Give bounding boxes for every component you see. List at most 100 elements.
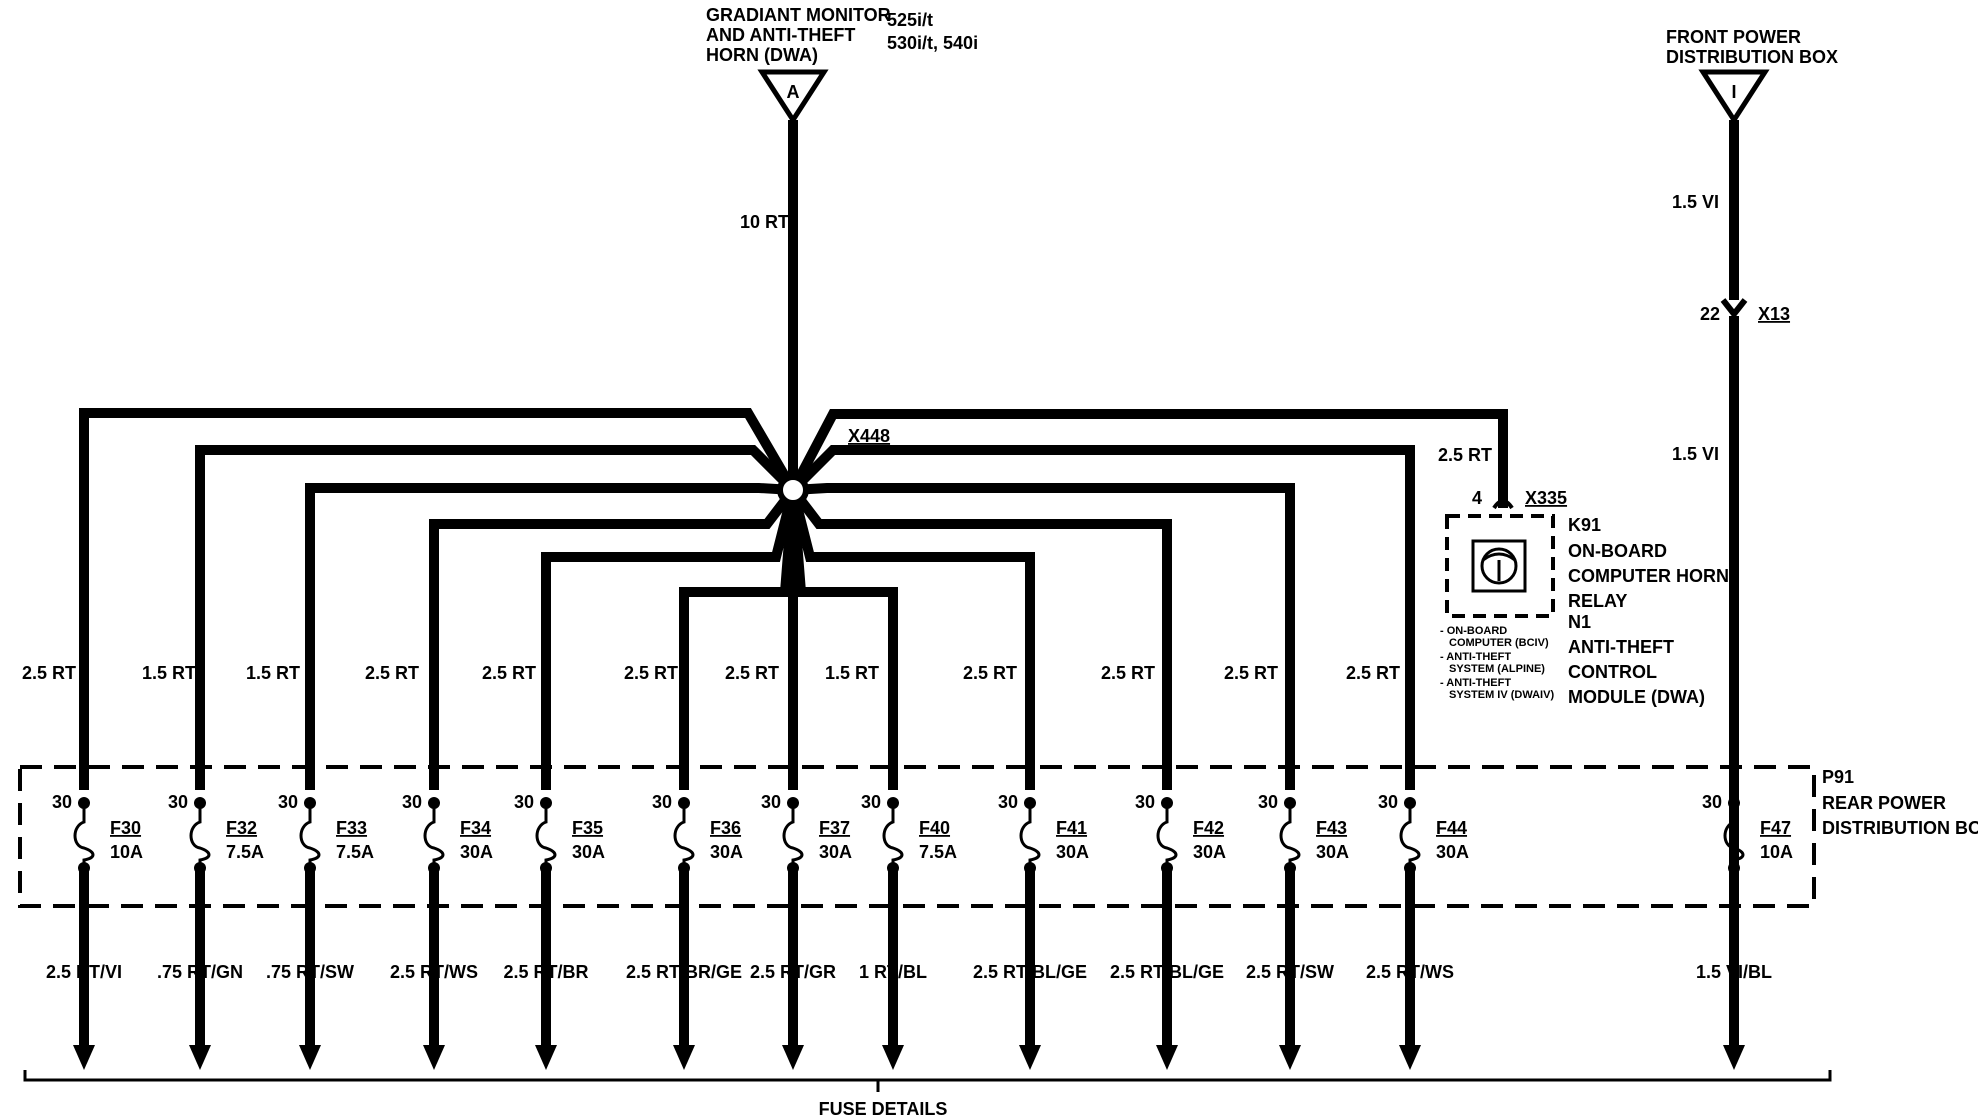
fuse-details-label: FUSE DETAILS (819, 1099, 948, 1119)
output-arrow-f35 (535, 1045, 557, 1070)
branch-wire-f41 (788, 488, 1035, 790)
output-arrow-f34 (423, 1045, 445, 1070)
rear-power-distribution-box (18, 765, 1816, 908)
x335-terminal (1492, 499, 1514, 510)
in-wire-label-f30: 2.5 RT (22, 663, 76, 683)
fuse-rating-f35: 30A (572, 842, 605, 862)
relay-line-1: K91 (1568, 515, 1601, 535)
output-arrow-f43 (1279, 1045, 1301, 1070)
relay-box (1445, 514, 1555, 618)
fuse-symbol-f40 (882, 803, 904, 868)
output-arrow-f41 (1019, 1045, 1041, 1070)
fuse-rating-f36: 30A (710, 842, 743, 862)
out-wire-label-f35: 2.5 RT/BR (503, 962, 588, 982)
splice-x448-label: X448 (848, 426, 890, 446)
in-wire-label-f36: 2.5 RT (624, 663, 678, 683)
relay-note-4: SYSTEM (ALPINE) (1449, 663, 1545, 675)
horn-relay-icon (1480, 547, 1518, 585)
fuse-symbol-f35 (535, 803, 557, 868)
connector-i-title-2: DISTRIBUTION BOX (1666, 47, 1838, 67)
relay-line-4: RELAY (1568, 591, 1627, 611)
fuse-rating-f42: 30A (1193, 842, 1226, 862)
output-arrow-f32 (189, 1045, 211, 1070)
fuse-symbol-f36 (673, 803, 695, 868)
fuse-pin-f30: 30 (52, 792, 72, 812)
branch-wire-f44 (789, 445, 1415, 790)
branch-wire-f35 (541, 488, 798, 790)
output-arrow-f37 (782, 1045, 804, 1070)
out-wire-label-f42: 2.5 RT/BL/GE (1110, 962, 1224, 982)
fuse-name-f30: F30 (110, 818, 141, 838)
fuse-pin-f44: 30 (1378, 792, 1398, 812)
connector-a-symbol (757, 69, 829, 125)
relay-feed-wire (788, 409, 1508, 508)
out-wire-label-f43: 2.5 RT/SW (1246, 962, 1334, 982)
relay-line-7: CONTROL (1568, 662, 1657, 682)
connector-a-title-2: AND ANTI-THEFT (706, 25, 855, 45)
x13-name: X13 (1758, 304, 1790, 324)
fuse-symbol-f30 (73, 803, 95, 868)
fuse-rating-f34: 30A (460, 842, 493, 862)
fuse-pin-f43: 30 (1258, 792, 1278, 812)
connector-i: I FRONT POWER DISTRIBUTION BOX (1666, 27, 1838, 125)
connector-i-letter: I (1731, 82, 1736, 102)
output-arrow-f33 (299, 1045, 321, 1070)
in-wire-label-f32: 1.5 RT (142, 663, 196, 683)
relay-note-3: - ANTI-THEFT (1440, 651, 1511, 663)
front-wire-bottom-label: 1.5 VI (1672, 444, 1719, 464)
fuse-rating-f30: 10A (110, 842, 143, 862)
in-wire-label-f35: 2.5 RT (482, 663, 536, 683)
in-wire-label-f43: 2.5 RT (1224, 663, 1278, 683)
fuse-rating-f37: 30A (819, 842, 852, 862)
relay-note-1: - ON-BOARD (1440, 625, 1507, 637)
relay-line-2: ON-BOARD (1568, 541, 1667, 561)
relay-line-6: ANTI-THEFT (1568, 637, 1674, 657)
relay-note-6: SYSTEM IV (DWAIV) (1449, 689, 1554, 701)
in-wire-label-f34: 2.5 RT (365, 663, 419, 683)
in-wire-label-f37: 2.5 RT (725, 663, 779, 683)
fuse-pin-f34: 30 (402, 792, 422, 812)
branch-wire-f40 (788, 489, 898, 790)
branch-wire-f30 (79, 408, 798, 790)
branch-wire-f33 (305, 483, 794, 790)
fuse-rating-f44: 30A (1436, 842, 1469, 862)
connector-a-letter: A (787, 82, 800, 102)
x13-pin: 22 (1700, 304, 1720, 324)
fuse-name-f36: F36 (710, 818, 741, 838)
fuse-name-f42: F42 (1193, 818, 1224, 838)
splice-x448 (777, 474, 809, 506)
out-wire-label-f30: 2.5 RT/VI (46, 962, 122, 982)
out-wire-label-f41: 2.5 RT/BL/GE (973, 962, 1087, 982)
connector-a: A GRADIANT MONITOR AND ANTI-THEFT HORN (… (706, 5, 978, 125)
connector-a-models-2: 530i/t, 540i (887, 33, 978, 53)
connector-i-symbol (1698, 69, 1770, 125)
out-wire-label-f47: 1.5 VI/BL (1696, 962, 1772, 982)
fuse-pin-f47: 30 (1702, 792, 1722, 812)
relay-line-8: MODULE (DWA) (1568, 687, 1705, 707)
relay-line-3: COMPUTER HORN (1568, 566, 1729, 586)
fuse-symbol-f33 (299, 803, 321, 868)
fuse-symbol-f42 (1156, 803, 1178, 868)
front-wire-top-label: 1.5 VI (1672, 192, 1719, 212)
in-wire-label-f42: 2.5 RT (1101, 663, 1155, 683)
fuse-name-f34: F34 (460, 818, 491, 838)
branch-wire-f34 (429, 486, 797, 790)
relay-note-5: - ANTI-THEFT (1440, 677, 1511, 689)
relay-line-5: N1 (1568, 612, 1591, 632)
output-arrow-f36 (673, 1045, 695, 1070)
fuse-name-f41: F41 (1056, 818, 1087, 838)
fuse-rating-f43: 30A (1316, 842, 1349, 862)
out-wire-label-f44: 2.5 RT/WS (1366, 962, 1454, 982)
fuse-name-f32: F32 (226, 818, 257, 838)
connector-a-models-1: 525i/t (887, 10, 933, 30)
horn-relay-icon-detail (1482, 552, 1516, 581)
fuse-name-f37: F37 (819, 818, 850, 838)
x335-name: X335 (1525, 488, 1567, 508)
relay-k91: K91 ON-BOARD COMPUTER HORN RELAY N1 ANTI… (1440, 514, 1729, 707)
fuse-symbol-f41 (1019, 803, 1041, 868)
connector-i-title-1: FRONT POWER (1666, 27, 1801, 47)
fuse-symbol-f34 (423, 803, 445, 868)
branch-wire-f32 (195, 445, 797, 790)
